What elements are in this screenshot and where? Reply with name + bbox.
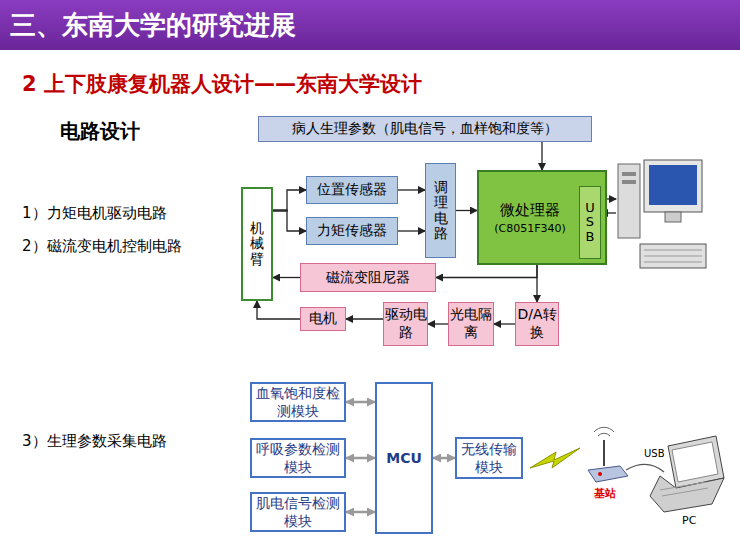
connector-arrow	[436, 265, 537, 278]
laptop-keys	[660, 482, 708, 496]
laptop-screen	[672, 442, 718, 482]
cable-label: USB	[644, 448, 665, 459]
connector-arrow	[273, 190, 306, 211]
connector-arrow	[398, 189, 425, 190]
node-text: 机械臂	[250, 221, 264, 267]
connector-arrow	[346, 457, 375, 460]
connector-arrow	[456, 210, 477, 211]
input-box: 病人生理参数（肌电信号，血样饱和度等）	[258, 116, 592, 142]
module-box: 呼吸参数检测模块	[250, 438, 346, 478]
wireless-box: 无线传输模块	[455, 437, 523, 479]
connector-arrow	[494, 323, 515, 324]
item-label: 2）磁流变电机控制电路	[22, 237, 182, 256]
usb-cable	[626, 464, 664, 472]
module-box: 血氧饱和度检测模块	[250, 382, 346, 422]
node-text: 力矩传感器	[317, 222, 387, 240]
item-label: 3）生理参数采集电路	[22, 432, 167, 451]
page-title: 三、东南大学的研究进展	[10, 8, 296, 43]
motor-box: 电机	[300, 307, 346, 331]
module-box: 肌电信号检测模块	[250, 492, 346, 532]
pc-drive	[622, 172, 636, 176]
node-text: 无线传输模块	[457, 440, 521, 476]
node-text: 电机	[309, 310, 337, 328]
conditioning-box: 调理电路	[425, 163, 456, 258]
node-text: USB	[584, 201, 597, 244]
connector-arrow	[346, 511, 375, 514]
connector-arrow	[346, 318, 383, 319]
node-text: 病人生理参数（肌电信号，血样饱和度等）	[292, 120, 558, 138]
node-text: 微处理器	[500, 201, 560, 220]
converter-box: D/A转换	[515, 302, 559, 346]
node-text: (C8051F340)	[494, 222, 566, 235]
keyboard-keys	[644, 250, 702, 262]
arm-box: 机械臂	[241, 187, 273, 301]
node-text: 光电隔离	[449, 306, 493, 342]
connector-arrow	[541, 142, 542, 170]
node-text: D/A转换	[516, 306, 558, 342]
connector-arrow	[428, 323, 448, 324]
processor-box: 微处理器 (C8051F340) USB	[477, 170, 607, 265]
usb-port-box: USB	[579, 186, 601, 259]
isolation-box: 光电隔离	[448, 302, 494, 346]
subtitle: 2 上下肢康复机器人设计——东南大学设计	[22, 70, 422, 98]
node-text: 驱动电路	[384, 306, 427, 342]
connector-arrow	[398, 230, 425, 231]
desktop-computer	[618, 160, 706, 268]
node-text: 血氧饱和度检测模块	[252, 384, 344, 420]
device-label: PC	[682, 514, 696, 527]
pc-monitor	[644, 160, 702, 212]
connector-arrow	[273, 277, 300, 278]
item-label: 1）力矩电机驱动电路	[22, 204, 167, 223]
pc-keyboard	[640, 244, 706, 268]
device-label: 基站	[594, 486, 616, 501]
pc-screen	[649, 165, 697, 205]
laptop	[650, 436, 724, 512]
node-text: 肌电信号检测模块	[252, 494, 344, 530]
pc-tower	[618, 164, 640, 238]
section-heading: 电路设计	[60, 118, 140, 145]
node-text: 调理电路	[434, 180, 448, 242]
base-led	[598, 472, 602, 476]
signal-waves	[594, 427, 614, 436]
connector-arrow	[433, 457, 455, 460]
pc-stand	[665, 212, 681, 222]
pc-drive	[622, 180, 636, 184]
node-text: 呼吸参数检测模块	[252, 440, 344, 476]
base-station	[588, 427, 628, 482]
sensor-box: 力矩传感器	[306, 217, 398, 245]
connector-arrow	[257, 301, 300, 319]
node-text: MCU	[386, 450, 422, 466]
connector-arrow	[273, 210, 306, 231]
mcu-box: MCU	[375, 382, 433, 534]
damper-box: 磁流变阻尼器	[300, 263, 436, 292]
connector-arrow	[536, 265, 537, 302]
wireless-bolt	[530, 448, 580, 468]
antenna	[603, 440, 605, 466]
base-body	[588, 466, 628, 482]
laptop-base	[650, 476, 724, 512]
node-text: 位置传感器	[317, 181, 387, 199]
driver-box: 驱动电路	[383, 302, 428, 346]
node-text: 磁流变阻尼器	[326, 269, 410, 287]
connector-arrow	[346, 401, 375, 404]
sensor-box: 位置传感器	[306, 176, 398, 204]
